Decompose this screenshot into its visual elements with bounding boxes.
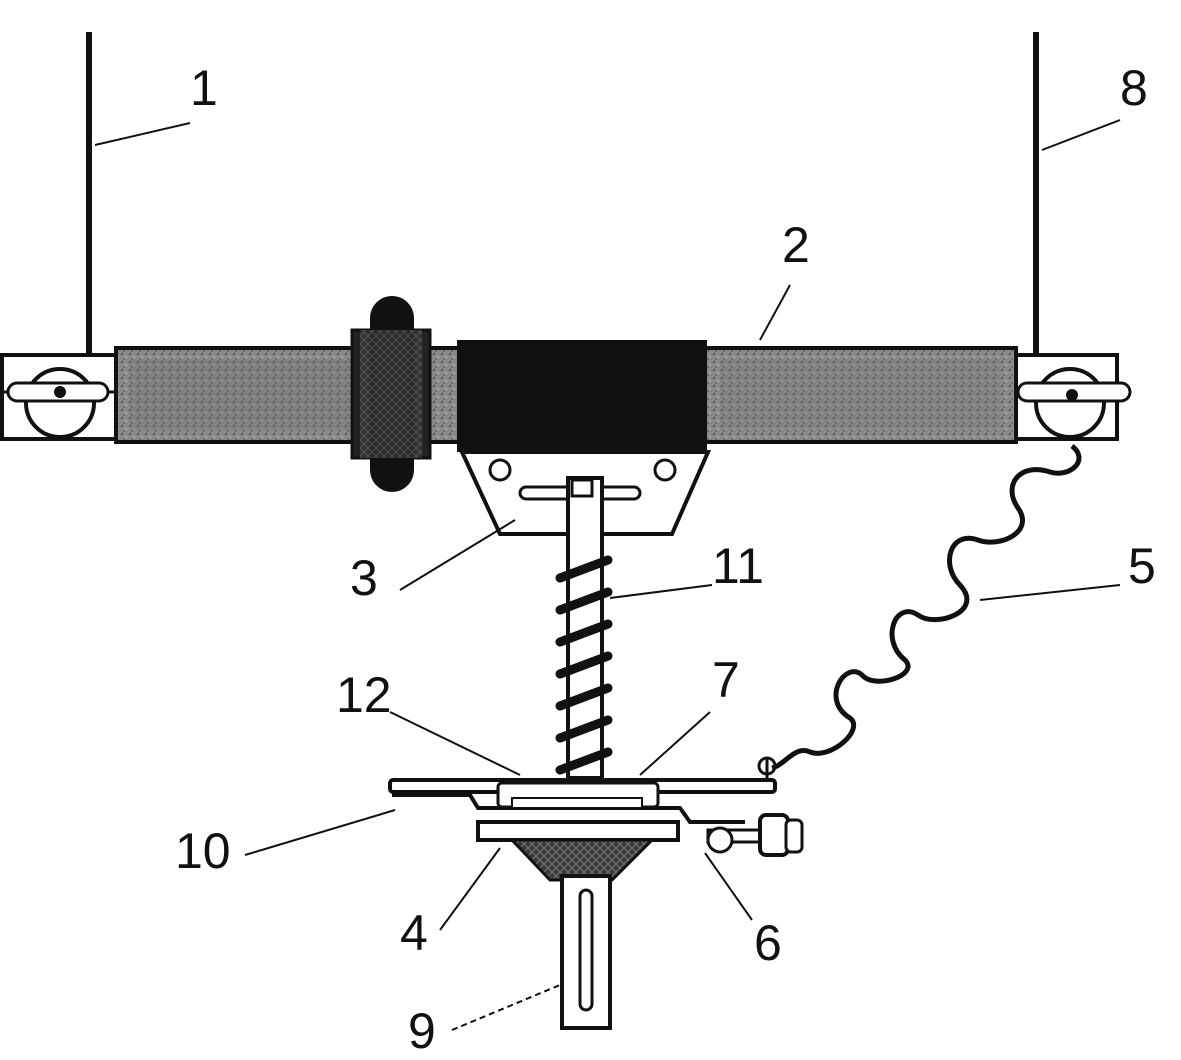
label-7: 7 xyxy=(712,652,740,708)
label-10: 10 xyxy=(175,823,231,879)
knurled-collar xyxy=(350,296,432,492)
lower-shaft xyxy=(560,874,612,1030)
right-end-bracket xyxy=(1011,353,1132,441)
label-4: 4 xyxy=(400,905,428,961)
label-12: 12 xyxy=(336,667,392,723)
label-6: 6 xyxy=(754,915,782,971)
helical-spring xyxy=(555,555,613,775)
left-end-bracket xyxy=(0,353,118,441)
label-11: 11 xyxy=(712,538,764,594)
label-9: 9 xyxy=(408,1003,436,1059)
label-2: 2 xyxy=(782,217,810,273)
leader-lines xyxy=(94,119,1121,1031)
label-3: 3 xyxy=(350,550,378,606)
thumb-screw xyxy=(706,813,804,857)
base-plate-assembly xyxy=(388,778,777,842)
central-block xyxy=(457,340,707,452)
label-1: 1 xyxy=(190,60,218,116)
wavy-wire xyxy=(771,444,1082,771)
wire-terminal xyxy=(757,756,777,782)
label-8: 8 xyxy=(1120,60,1148,116)
label-5: 5 xyxy=(1128,538,1156,594)
